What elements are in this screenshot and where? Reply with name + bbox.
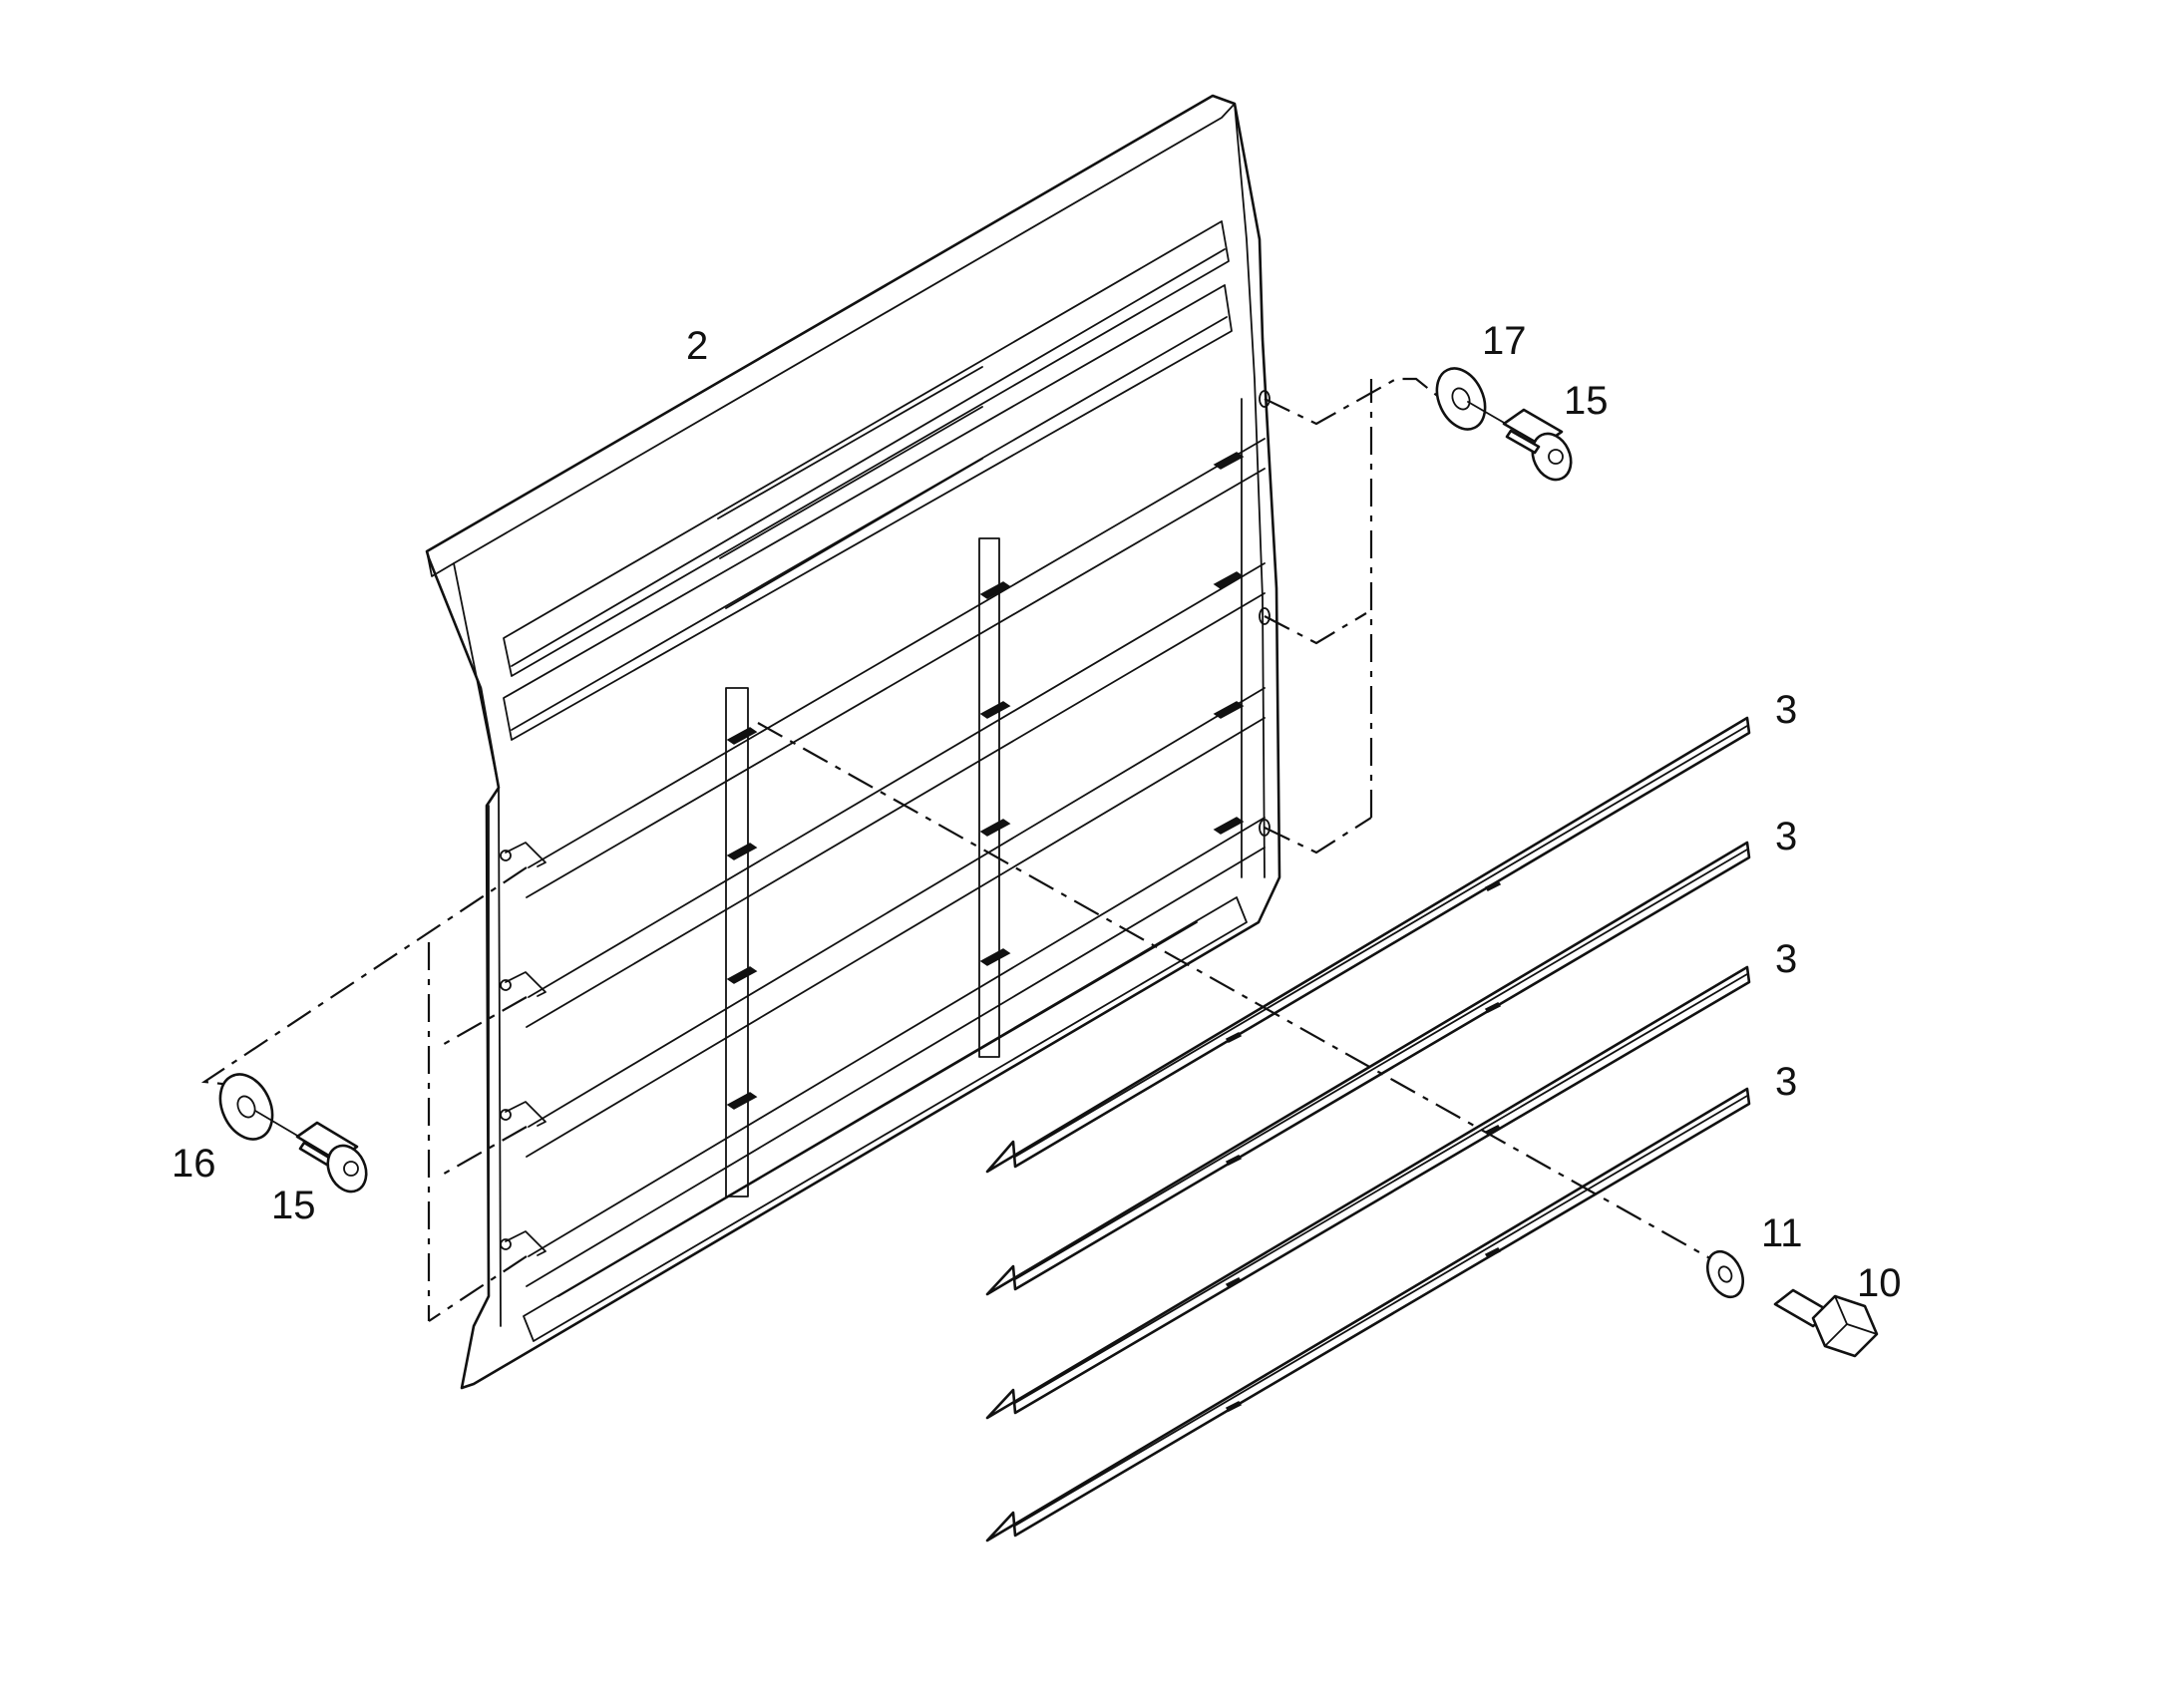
callout-strip-2: 3: [1775, 815, 1797, 858]
washer-17: [1435, 367, 1487, 431]
panel-clips: [726, 452, 1245, 1110]
callout-washer-left: 16: [172, 1142, 216, 1186]
callout-screw-right: 15: [1564, 379, 1609, 423]
washer-11: [1706, 1249, 1744, 1299]
washer-16: [218, 1073, 274, 1141]
callout-strip-1: 3: [1775, 688, 1797, 732]
strip-3: [985, 965, 1751, 1420]
right-mount-holes: [1259, 390, 1271, 837]
bolt-10: [1773, 1288, 1879, 1358]
screw-15-right: [1467, 401, 1573, 482]
callout-panel: 2: [686, 324, 708, 368]
callout-strip-3: 3: [1775, 937, 1797, 981]
callout-washer-right: 17: [1482, 319, 1527, 363]
strip-2: [985, 841, 1751, 1296]
callout-washer-center: 11: [1761, 1211, 1803, 1255]
strip-1: [985, 716, 1751, 1174]
assembly-lines: [200, 377, 1716, 1322]
grille-panel: [425, 94, 1281, 1390]
strip-4: [985, 1087, 1751, 1542]
left-hooks: [500, 842, 546, 1256]
callout-labels: 2 3 3 3 3 17 15 16 15 11 10: [172, 319, 1902, 1305]
callout-bolt-center: 10: [1857, 1261, 1902, 1305]
callout-strip-4: 3: [1775, 1060, 1797, 1104]
screw-15-left: [254, 1110, 368, 1194]
callout-screw-left: 15: [271, 1184, 316, 1227]
